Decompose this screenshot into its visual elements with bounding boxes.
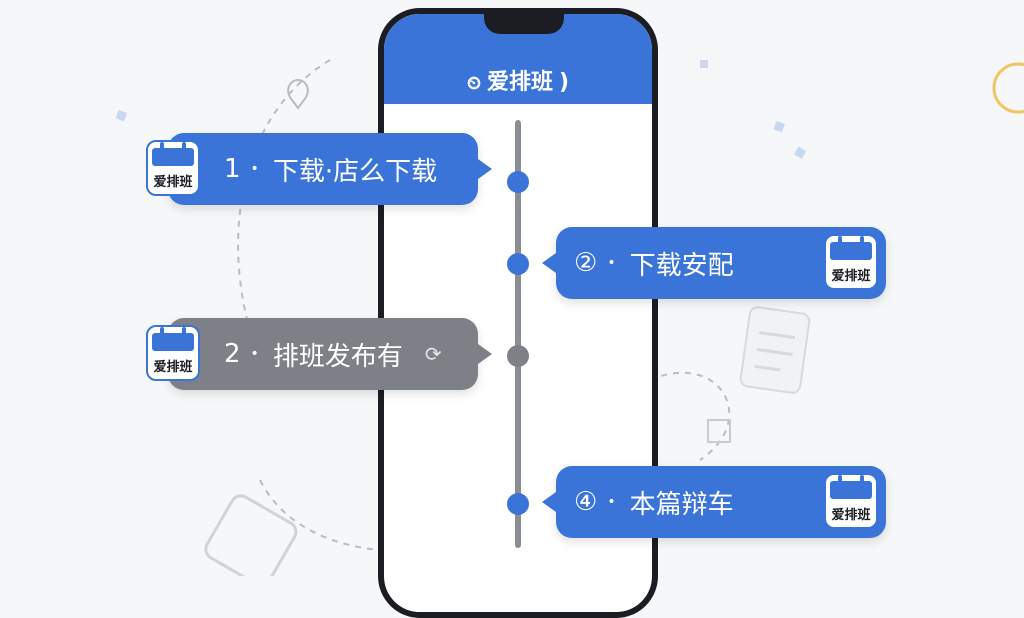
timeline-node [507,171,529,193]
step-number: ④ [574,487,598,517]
step-label: 本篇辩车 [629,489,734,520]
square-dot [794,146,807,159]
app-icon: 爱排班 [146,140,200,196]
step-separator: • [250,161,259,177]
timeline-node [507,253,529,275]
bubble-pointer [542,253,556,273]
step-1-bubble[interactable]: 1 • 下载·店么下载 [168,133,492,205]
location-pin-icon [287,78,309,110]
square-dot [700,60,708,68]
app-icon: 爱排班 [146,325,200,381]
step-separator: • [607,494,616,510]
bubble-pointer [478,159,492,179]
phone-notch [484,14,564,34]
app-icon: 爱排班 [824,234,878,290]
bubble-pointer [542,492,556,512]
phone-header: ⏲爱排班) [384,14,652,104]
phone-title: ⏲爱排班) [466,70,570,95]
refresh-icon: ⟳ [424,342,442,366]
clock-icon-deco [992,62,1024,114]
step-number: ② [574,248,598,278]
app-icon: 爱排班 [824,473,878,529]
step-label: 下载·店么下载 [272,156,438,187]
clock-icon: ⏲ [466,73,481,94]
timeline-node [507,345,529,367]
square-dot [115,109,128,122]
step-separator: • [250,346,259,362]
bubble-pointer [478,344,492,364]
dashed-arc-left [237,59,331,361]
note-card-icon [739,306,811,394]
step-number: 1 [224,154,241,184]
card-outline-icon [204,494,298,576]
square-dot [773,120,786,133]
step-label: 下载安配 [629,250,734,281]
step-3-bubble[interactable]: 2 • 排班发布有 ⟳ [168,318,492,390]
timeline-track [515,120,521,548]
dashed-arc-right [649,371,731,461]
small-box-icon [707,419,731,443]
step-label: 排班发布有 [272,341,403,372]
timeline-node [507,493,529,515]
step-separator: • [607,255,616,271]
step-number: 2 [224,339,241,369]
